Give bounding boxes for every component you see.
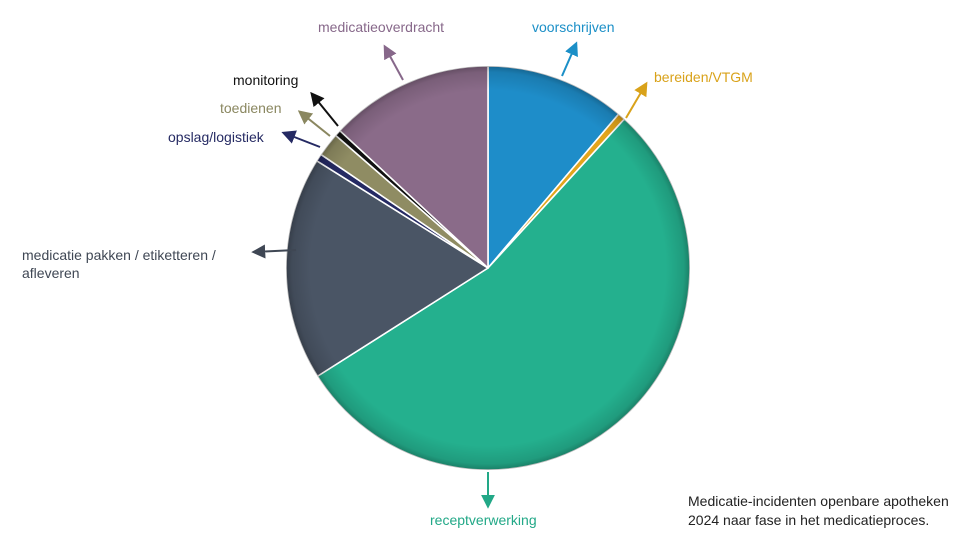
leader-arrow-6	[310, 91, 339, 127]
leader-arrow-7	[383, 44, 404, 81]
slice-label-7: medicatieoverdracht	[318, 19, 445, 35]
caption-line-1: Medicatie-incidenten openbare apotheken	[688, 493, 949, 509]
slice-label-0: voorschrijven	[532, 19, 615, 35]
slice-label-3-line-0: medicatie pakken / etiketteren /	[22, 247, 216, 263]
leader-arrows	[251, 41, 648, 509]
slice-label-5: toedienen	[220, 100, 282, 116]
chart-caption: Medicatie-incidenten openbare apotheken …	[688, 492, 949, 530]
slice-label-4: opslag/logistiek	[168, 129, 264, 145]
slice-label-2: receptverwerking	[430, 512, 537, 528]
leader-arrow-4	[281, 130, 321, 148]
slice-label-6: monitoring	[233, 72, 299, 88]
leader-arrow-3	[251, 244, 297, 259]
leader-arrow-5	[297, 110, 331, 137]
caption-line-2: 2024 naar fase in het medicatieproces.	[688, 512, 930, 528]
slice-label-1: bereiden/VTGM	[654, 69, 753, 85]
slice-label-3: medicatie pakken / etiketteren / aflevere…	[22, 246, 216, 282]
slice-label-3-line-1: afleveren	[22, 265, 80, 281]
leader-arrow-0	[561, 41, 578, 77]
leader-arrow-1	[625, 81, 648, 119]
pie-slices	[285, 65, 691, 471]
